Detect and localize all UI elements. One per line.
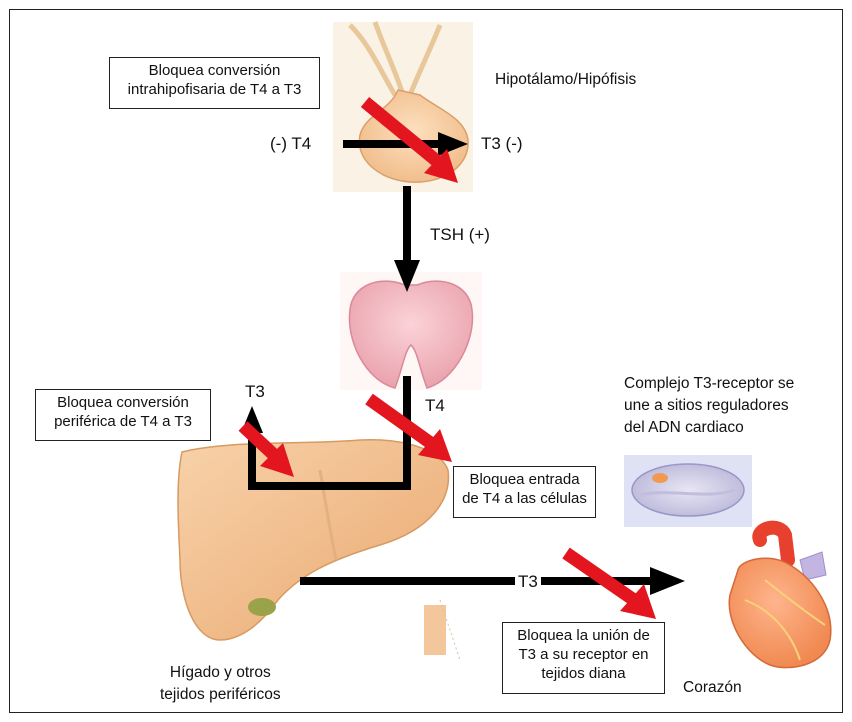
t3-minus-label: T3 (-) (481, 133, 523, 154)
thyroid-illustration (340, 272, 482, 390)
block-receptor-binding-box: Bloquea la unión de T3 a su receptor en … (502, 622, 665, 694)
block-hypophysis-conversion-box: Bloquea conversión intrahipofisaria de T… (109, 57, 320, 109)
tsh-label: TSH (+) (430, 224, 490, 245)
complex-label: Complejo T3-receptor se une a sitios reg… (624, 373, 794, 439)
block-hypophysis-conversion-text: Bloquea conversión intrahipofisaria de T… (128, 62, 302, 98)
block-peripheral-conversion-box: Bloquea conversión periférica de T4 a T3 (35, 389, 211, 441)
block-receptor-binding-text: Bloquea la unión de T3 a su receptor en … (517, 627, 650, 682)
dna-complex-illustration (624, 455, 752, 527)
block-t4-entry-text: Bloquea entrada de T4 a las células (462, 471, 587, 507)
liver-label: Hígado y otros tejidos periféricos (160, 662, 281, 706)
t4-minus-label: (-) T4 (270, 133, 311, 154)
block-t4-entry-box: Bloquea entrada de T4 a las células (453, 466, 596, 518)
block-peripheral-conversion-text: Bloquea conversión periférica de T4 a T3 (54, 394, 192, 430)
hypothalamus-label: Hipotálamo/Hipófisis (495, 69, 636, 90)
t3-left-label: T3 (245, 381, 265, 402)
heart-label: Corazón (683, 677, 742, 698)
t3-bottom-label: T3 (515, 571, 541, 592)
heart-illustration (708, 528, 840, 668)
t4-right-label: T4 (425, 395, 445, 416)
liver-illustration (178, 440, 460, 660)
